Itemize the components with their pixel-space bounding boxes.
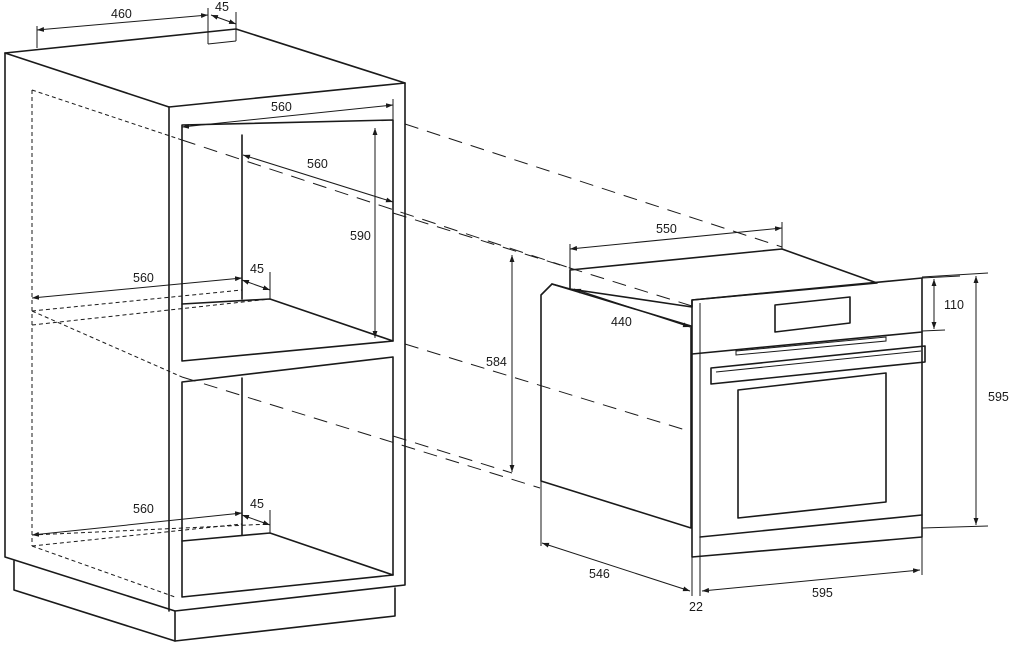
oven-body-side-flange <box>551 283 571 290</box>
door-handle-inner <box>715 350 922 373</box>
oven-drawing <box>540 248 926 558</box>
door-window <box>737 372 887 519</box>
dim-line-45-top <box>210 14 237 25</box>
display-window <box>774 296 851 333</box>
oven-front-frame <box>691 277 923 558</box>
ext-595-h-b <box>921 525 989 529</box>
label-oven-side-depth: 440 <box>611 315 632 329</box>
label-oven-body-height: 584 <box>486 355 507 369</box>
door-handle <box>710 345 926 385</box>
dim-line-550 <box>569 226 783 251</box>
label-oven-front-thickness: 22 <box>689 600 703 614</box>
dim-line-560-middle <box>31 276 243 300</box>
oven-front-bottom-trim <box>699 514 923 538</box>
label-bottom-width: 560 <box>133 502 154 516</box>
cabinet-plinth <box>13 560 396 642</box>
control-knob-strip <box>735 336 887 356</box>
cabinet-front-top-edge <box>4 52 170 108</box>
label-cabinet-top-gap: 45 <box>215 0 229 14</box>
label-upper-width: 560 <box>271 100 292 114</box>
hidden-mid-shelf-3 <box>31 298 271 326</box>
projection-line-5 <box>181 376 541 489</box>
cabinet-drawing <box>4 28 406 642</box>
ext-110-b <box>921 329 946 332</box>
dim-line-440 <box>573 288 691 328</box>
dim-line-560-bottom <box>31 511 243 537</box>
dim-line-546 <box>541 542 691 592</box>
lower-shelf <box>181 532 394 576</box>
dimension-lines <box>31 8 989 596</box>
hidden-bottom-shelf-2 <box>31 545 176 598</box>
label-oven-panel-height: 110 <box>944 298 964 312</box>
projection-line-4 <box>404 343 693 433</box>
label-bottom-gap: 45 <box>250 497 264 511</box>
hidden-bottom-shelf-1 <box>31 523 243 547</box>
label-upper-height: 590 <box>350 229 371 243</box>
label-cabinet-top-depth: 460 <box>111 7 132 21</box>
projection-line-2 <box>181 139 571 269</box>
hidden-mid-shelf-2 <box>31 310 183 378</box>
label-middle-shelf-width: 560 <box>133 271 154 285</box>
projection-line-1 <box>404 123 783 248</box>
dim-line-45-bottom <box>241 514 271 526</box>
label-oven-total-height: 595 <box>988 390 1009 404</box>
label-oven-body-depth: 546 <box>589 567 610 581</box>
cabinet-front-right-edge <box>168 82 406 108</box>
dimension-labels: 460 45 560 560 590 560 45 560 45 550 440… <box>111 0 1009 614</box>
dim-line-460 <box>36 13 209 32</box>
dim-line-560-depth <box>242 154 394 203</box>
projection-line-6 <box>392 435 513 474</box>
dim-line-45-middle <box>241 279 271 291</box>
dim-line-595-width <box>701 568 921 593</box>
hidden-mid-shelf-1 <box>31 289 243 312</box>
hidden-top-edge <box>31 89 183 141</box>
lower-opening <box>181 356 394 598</box>
label-oven-front-width: 595 <box>812 586 833 600</box>
ext-595-h-a <box>921 272 989 278</box>
label-upper-depth: 560 <box>307 157 328 171</box>
control-panel-bottom <box>691 331 923 355</box>
label-middle-shelf-gap: 45 <box>250 262 264 276</box>
ext-110-a <box>921 275 961 279</box>
cabinet-top-vent-edge <box>207 40 237 45</box>
label-oven-top-width: 550 <box>656 222 677 236</box>
projection-line-3 <box>392 212 693 307</box>
dim-line-560-upper <box>181 103 394 129</box>
oven-body-side <box>540 283 692 529</box>
cabinet-left-side <box>4 28 406 612</box>
